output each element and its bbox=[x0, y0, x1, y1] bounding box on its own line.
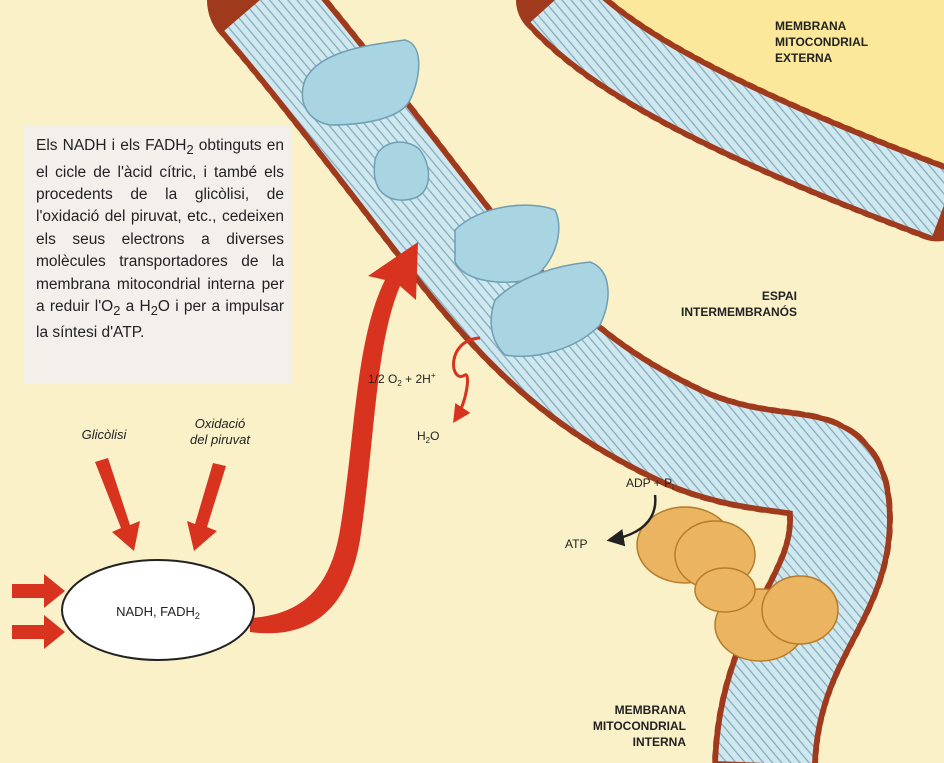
pyruvate-label-1: Oxidació bbox=[195, 416, 246, 431]
atp-label: ATP bbox=[565, 537, 587, 551]
svg-text:EXTERNA: EXTERNA bbox=[775, 51, 833, 65]
adp-label: ADP + Pi bbox=[626, 476, 674, 492]
svg-text:MEMBRANA: MEMBRANA bbox=[775, 19, 847, 33]
explanation-box: Els NADH i els FADH2 obtinguts en el cic… bbox=[24, 125, 292, 383]
svg-text:MITOCONDRIAL: MITOCONDRIAL bbox=[593, 719, 686, 733]
oxygen-label: 1/2 O2 + 2H+ bbox=[368, 371, 436, 388]
svg-text:MITOCONDRIAL: MITOCONDRIAL bbox=[775, 35, 868, 49]
svg-text:MEMBRANA: MEMBRANA bbox=[615, 703, 687, 717]
pyruvate-label-2: del piruvat bbox=[190, 432, 251, 447]
nadh-label: NADH, FADH2 bbox=[116, 604, 200, 621]
glycolysis-label: Glicòlisi bbox=[82, 427, 128, 442]
svg-text:INTERNA: INTERNA bbox=[633, 735, 687, 749]
explanation-text: Els NADH i els FADH2 obtinguts en el cic… bbox=[36, 135, 284, 345]
complex-ii bbox=[374, 142, 428, 200]
svg-text:ESPAI: ESPAI bbox=[762, 289, 797, 303]
svg-text:INTERMEMBRANÓS: INTERMEMBRANÓS bbox=[681, 304, 797, 319]
